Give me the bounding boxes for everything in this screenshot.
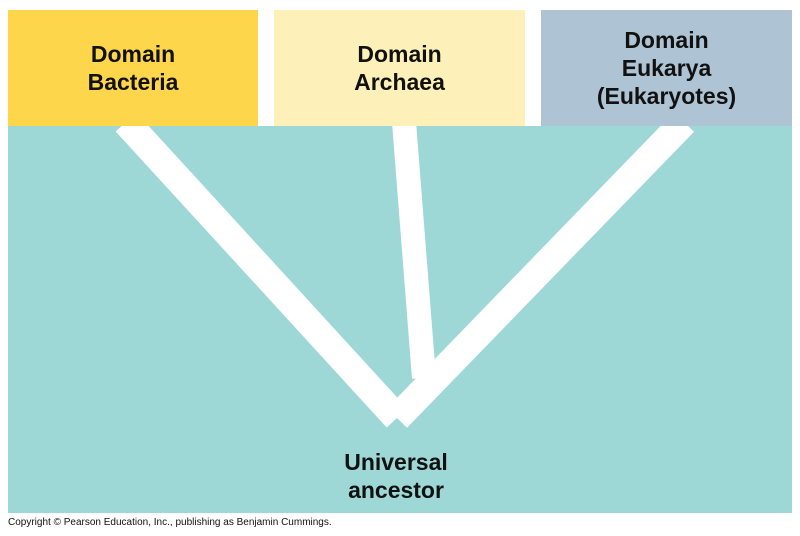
- domain-bacteria-box: Domain Bacteria: [8, 10, 258, 126]
- branch-eukarya: [386, 112, 695, 428]
- branch-bacteria: [115, 112, 408, 428]
- copyright-notice: Copyright © Pearson Education, Inc., pub…: [8, 517, 332, 528]
- universal-ancestor-label: Universal ancestor: [344, 449, 448, 503]
- branch-archaea: [392, 121, 436, 379]
- domain-eukarya-label: Domain Eukarya (Eukaryotes): [596, 27, 737, 109]
- domain-bacteria-label: Domain Bacteria: [87, 41, 179, 95]
- domain-eukarya-box: Domain Eukarya (Eukaryotes): [541, 10, 792, 126]
- domain-archaea-box: Domain Archaea: [274, 10, 525, 126]
- domain-archaea-label: Domain Archaea: [354, 41, 445, 95]
